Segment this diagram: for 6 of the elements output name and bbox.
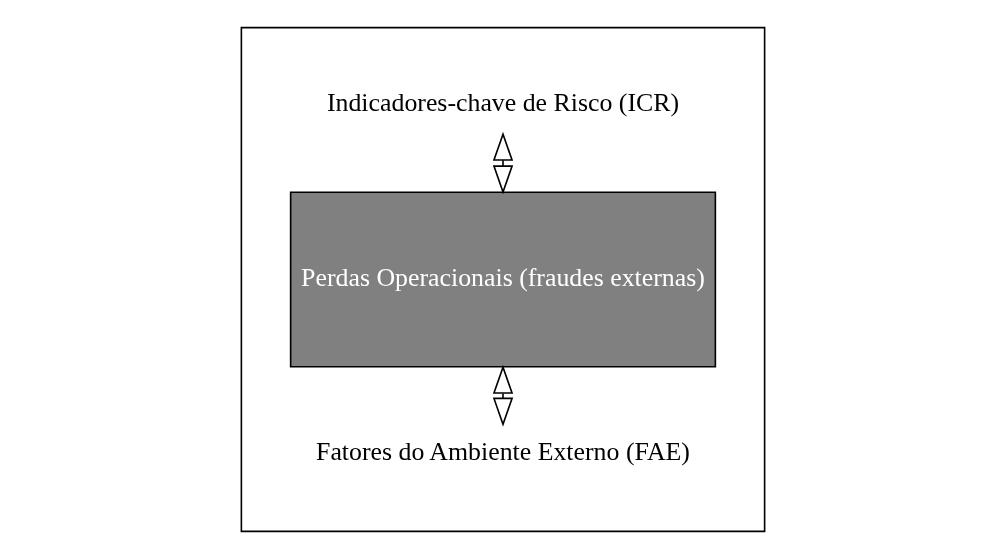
arrow: [492, 131, 514, 195]
node-box: Perdas Operacionais (fraudes externas): [289, 191, 717, 368]
arrow: [492, 364, 514, 427]
node-text: Indicadores-chave de Risco (ICR): [326, 88, 680, 118]
cluster: [240, 26, 766, 533]
node-text: Fatores do Ambiente Externo (FAE): [316, 437, 690, 467]
